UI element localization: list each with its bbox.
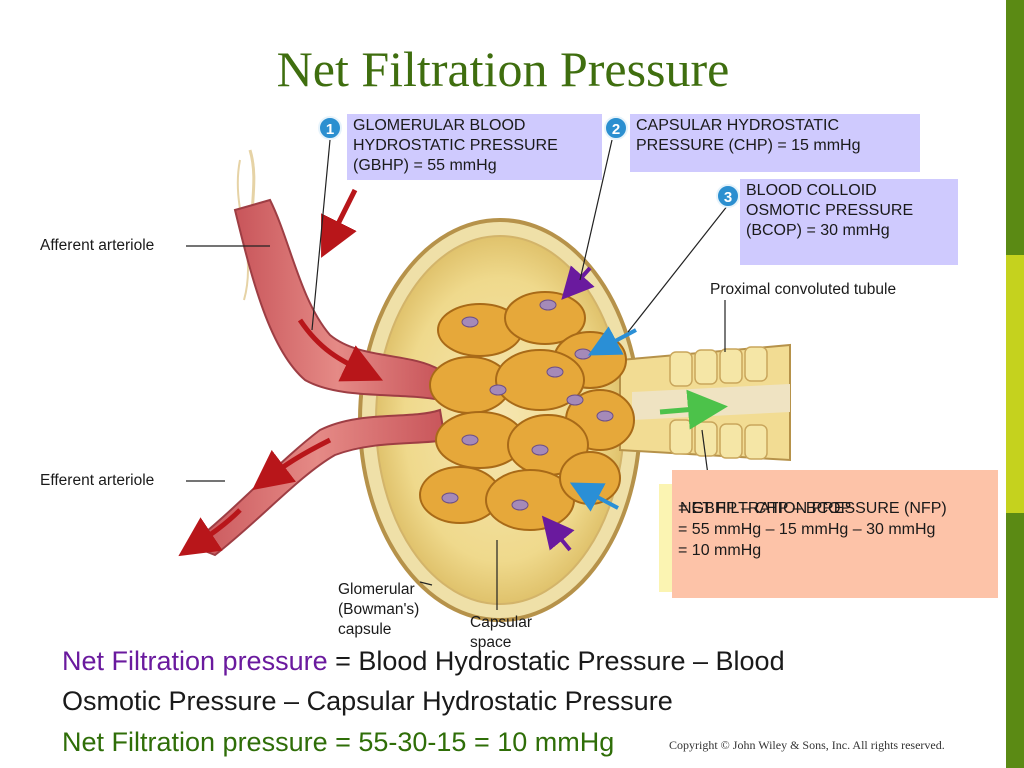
nfp-box: = GBHP – CHP – BCOP = 55 mmHg – 15 mmHg … <box>672 470 998 598</box>
glomerulus-capillaries <box>419 291 635 531</box>
glomerular-capsule-line-2: (Bowman's) <box>338 601 420 618</box>
nfp-heading: NET FILTRATION PRESSURE (NFP) <box>680 500 947 517</box>
glomerular-capsule-line-1: Glomerular <box>338 581 415 598</box>
bcop-arrow-bottom <box>569 482 619 512</box>
badge-3: 3 <box>716 184 740 208</box>
chp-arrow-bottom <box>541 515 575 552</box>
gbhp-box: GLOMERULAR BLOOD HYDROSTATIC PRESSURE (G… <box>347 114 602 180</box>
nfp-line-1: = GBHP – CHP – BCOP <box>678 500 852 517</box>
capillary-nuclei <box>441 299 614 511</box>
label-afferent-arteriole: Afferent arteriole <box>40 237 155 254</box>
blood-flow-arrow <box>297 318 384 382</box>
chp-line-2: PRESSURE (CHP) = 15 mmHg <box>636 137 861 154</box>
bcop-line-3: (BCOP) = 30 mmHg <box>746 222 890 239</box>
copyright-notice: Copyright © John Wiley & Sons, Inc. All … <box>669 738 945 752</box>
nfp-line-3: = 10 mmHg <box>678 542 762 559</box>
side-accent-bar-highlight <box>1006 255 1024 513</box>
glomerular-capsule-line-3: capsule <box>338 621 392 638</box>
capsular-space-line-2: space <box>470 634 512 651</box>
blood-flow-arrow <box>252 437 332 491</box>
capsular-space-line-1: Capsular <box>470 614 533 631</box>
chp-line-1: CAPSULAR HYDROSTATIC <box>636 117 839 134</box>
bcop-line-1: BLOOD COLLOID <box>746 182 877 199</box>
badge-1: 1 <box>318 116 342 140</box>
bcop-box: BLOOD COLLOID OSMOTIC PRESSURE (BCOP) = … <box>740 179 958 265</box>
gbhp-line-1: GLOMERULAR BLOOD <box>353 117 526 134</box>
tubule-cells <box>669 346 768 460</box>
blood-flow-arrow <box>321 188 358 258</box>
label-glomerular-capsule: Glomerular (Bowman's) capsule <box>338 580 419 640</box>
leader-lines <box>186 139 729 610</box>
bcop-line-2: OSMOTIC PRESSURE <box>746 202 914 219</box>
gbhp-line-3: (GBHP) = 55 mmHg <box>353 157 497 174</box>
nfp-arrow <box>659 389 728 430</box>
caption-line-2: Osmotic Pressure – Capsular Hydrostatic … <box>62 686 673 716</box>
bcop-arrow-top <box>587 326 637 356</box>
caption-line-1-rest: = Blood Hydrostatic Pressure – Blood <box>327 646 785 676</box>
label-proximal-tubule: Proximal convoluted tubule <box>710 281 897 298</box>
label-capsular-space: Capsular space <box>470 613 532 653</box>
caption-line-3: Net Filtration pressure = 55-30-15 = 10 … <box>62 727 615 757</box>
nfp-line-2: = 55 mmHg – 15 mmHg – 30 mmHg <box>678 521 936 538</box>
label-efferent-arteriole: Efferent arteriole <box>40 472 155 489</box>
chp-box: CAPSULAR HYDROSTATIC PRESSURE (CHP) = 15… <box>630 114 920 172</box>
slide-title: Net Filtration Pressure <box>276 41 730 97</box>
caption-highlight: Net Filtration pressure <box>62 646 328 676</box>
caption-line-1: Net Filtration pressure = Blood Hydrosta… <box>62 641 992 681</box>
badge-2: 2 <box>604 116 628 140</box>
blood-flow-arrow <box>178 508 242 557</box>
gbhp-line-2: HYDROSTATIC PRESSURE <box>353 137 558 154</box>
